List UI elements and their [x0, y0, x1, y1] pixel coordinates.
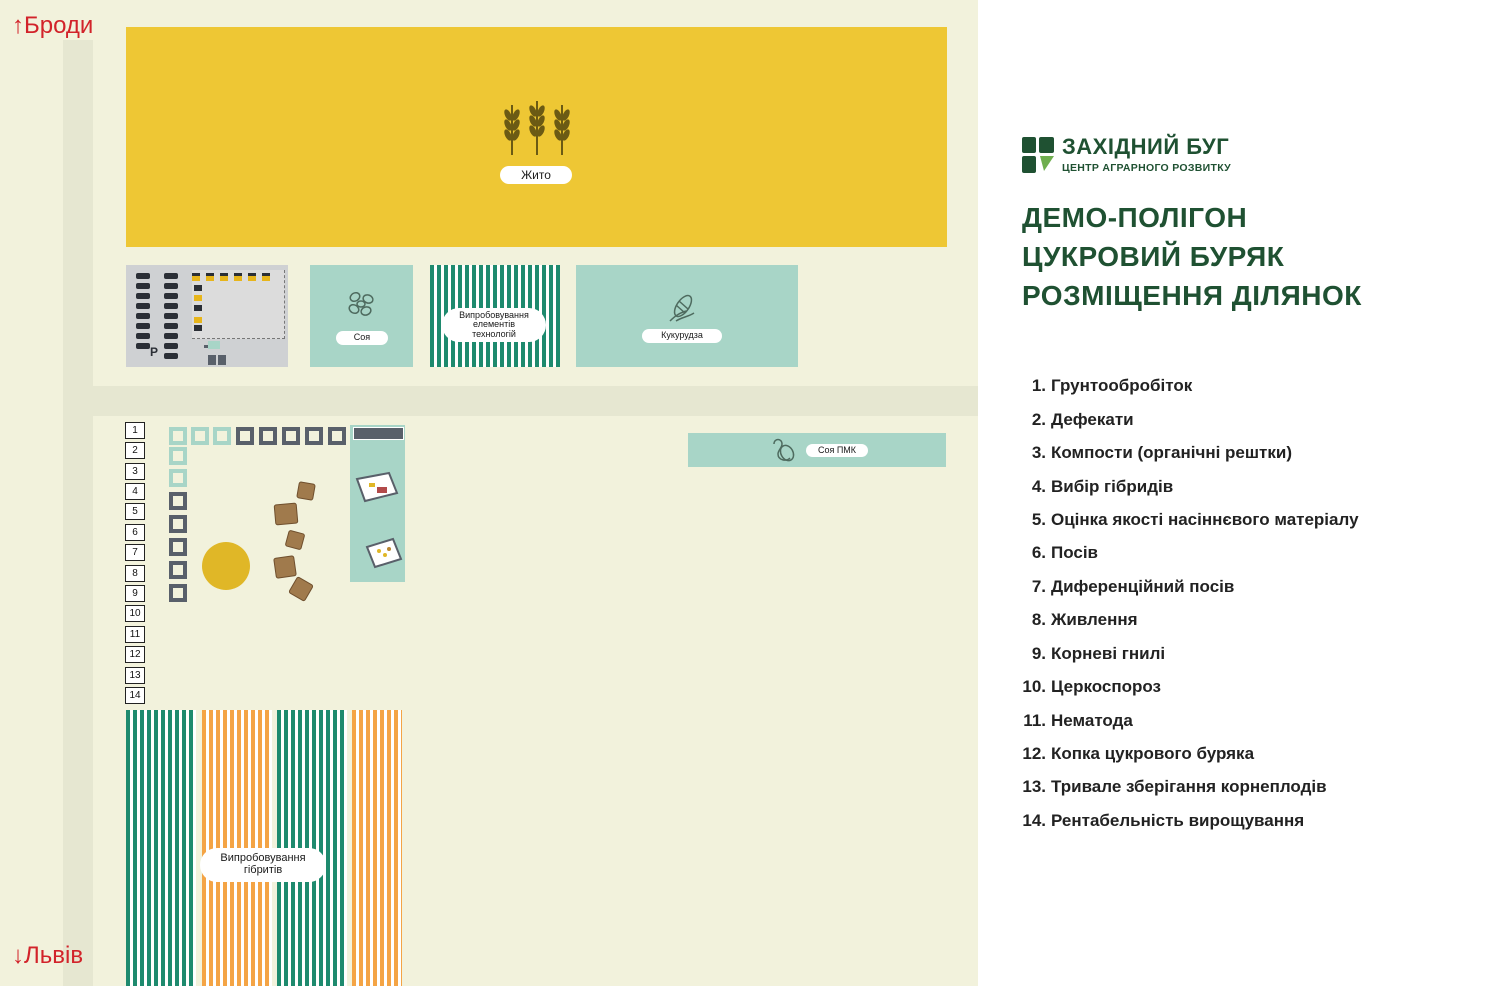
corn-label: Кукурудза [642, 329, 722, 343]
legend-item: 6.Посів [1031, 543, 1099, 562]
station-number-12: 12 [125, 646, 145, 663]
legend-item: 11.Нематода [1023, 711, 1133, 730]
page-title-line-3: РОЗМІЩЕННЯ ДІЛЯНОК [1022, 280, 1362, 311]
station-number-11: 11 [125, 626, 145, 643]
legend-item: 3.Компости (органічні рештки) [1031, 443, 1292, 462]
tent-column-left [169, 447, 187, 602]
horizontal-road [63, 386, 978, 416]
exhibit-canopy [353, 427, 404, 440]
station-number-5: 5 [125, 503, 145, 520]
legend-item: 2.Дефекати [1031, 410, 1134, 429]
parked-cars [136, 273, 178, 359]
legend-item: 7.Диференційний посів [1031, 577, 1235, 596]
station-number-13: 13 [125, 667, 145, 684]
demo-field-map: ↑Броди ↓Львів Жито [0, 0, 978, 986]
soy-label: Соя [336, 331, 388, 345]
parking-pad [192, 270, 285, 339]
corn-icon [669, 294, 695, 322]
exhibition-area [169, 427, 346, 602]
seeder-icon [355, 471, 399, 503]
technology-trial-label: Випробовування елементів технологій [442, 308, 546, 342]
legend-item: 12.Копка цукрового буряка [1022, 744, 1255, 763]
logo-icon [1022, 137, 1054, 173]
logo-name: ЗАХІДНИЙ БУГ [1062, 134, 1230, 159]
hybrid-trial-label: Випробовування гібритів [200, 848, 326, 882]
legend-item: 1.Грунтообробіток [1031, 376, 1193, 395]
soybean-icon [348, 291, 374, 316]
wheat-icon [504, 101, 570, 155]
hay-bales [273, 481, 316, 602]
soy-pmk-field[interactable]: Соя ПМК [688, 433, 946, 467]
legend-item: 8.Живлення [1031, 610, 1138, 629]
legend-item: 9.Корневі гнилі [1031, 644, 1166, 663]
station-number-7: 7 [125, 544, 145, 561]
soy-pmk-label: Соя ПМК [806, 444, 868, 457]
station-number-6: 6 [125, 524, 145, 541]
station-number-4: 4 [125, 483, 145, 500]
machinery-exhibit-strip[interactable] [350, 425, 405, 582]
logo-subtitle: ЦЕНТР АГРАРНОГО РОЗВИТКУ [1062, 162, 1231, 174]
rye-label: Жито [500, 166, 572, 184]
station-number-8: 8 [125, 565, 145, 582]
tent-row-top [169, 427, 346, 445]
legend-item: 10.Церкоспороз [1022, 677, 1162, 696]
hybrid-trial-strip-1[interactable] [126, 710, 196, 986]
parking-lot[interactable]: P [126, 265, 288, 367]
station-number-10: 10 [125, 605, 145, 622]
vertical-road [63, 40, 93, 986]
corn-field[interactable]: Кукурудза [576, 265, 798, 367]
parking-sign: P [150, 345, 159, 359]
legend-item: 14.Рентабельність вирощування [1022, 811, 1305, 830]
soy-pod-icon [773, 438, 795, 462]
soy-field[interactable]: Соя [310, 265, 413, 367]
station-number-1: 1 [125, 422, 145, 439]
station-number-9: 9 [125, 585, 145, 602]
station-number-14: 14 [125, 687, 145, 704]
info-panel [978, 0, 1500, 986]
direction-north-label: ↑Броди [12, 12, 94, 39]
direction-south-label: ↓Львів [12, 942, 84, 969]
legend-item: 4.Вибір гібридів [1031, 477, 1174, 496]
legend-item: 13.Тривале зберігання корнеплодів [1022, 777, 1327, 796]
rye-field[interactable]: Жито [126, 27, 947, 247]
technology-trial-field[interactable]: Випробовування елементів технологій [430, 265, 560, 367]
seed-tray-icon [365, 537, 403, 569]
station-number-3: 3 [125, 463, 145, 480]
hybrid-trial-strip-4[interactable] [352, 710, 402, 986]
machinery-icons [192, 273, 270, 365]
legend-item: 5.Оцінка якості насіннєвого матеріалу [1031, 510, 1359, 529]
page-title-line-1: ДЕМО-ПОЛІГОН [1022, 202, 1248, 233]
station-number-2: 2 [125, 442, 145, 459]
page-title-line-2: ЦУКРОВИЙ БУРЯК [1022, 241, 1285, 272]
